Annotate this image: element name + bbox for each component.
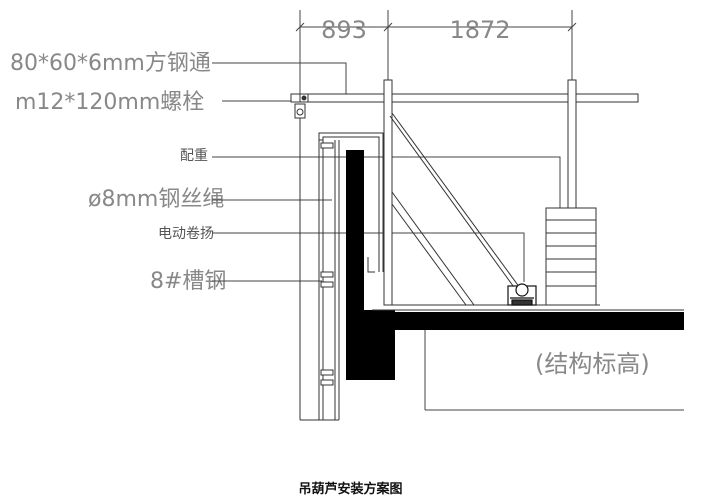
dimension-line [295,10,577,100]
pulley-hanger [294,103,306,119]
counterweight-stack [545,207,597,306]
electric-winch [507,283,537,306]
slab-top [372,304,684,311]
facade [299,118,384,420]
dimension-893: 893 [321,16,367,44]
steel-tube-beam [290,93,639,103]
diagram-caption: 吊葫芦安装方案图 [298,482,403,497]
label-winch: 电动卷扬 [158,226,214,242]
leader-lines [212,62,561,282]
diagonal-brace [391,191,475,306]
left-labels: 80*60*6mm方钢通 m12*120mm螺栓 配重 ø8mm钢丝绳 电动卷扬… [10,51,226,294]
dimension-1872: 1872 [449,16,510,44]
channel-hook [367,257,375,273]
channel-steel-clips [320,142,334,386]
label-structure-level: (结构标高) [535,350,650,378]
label-counterweight: 配重 [180,148,208,164]
wire-rope [389,112,521,291]
label-steel-tube: 80*60*6mm方钢通 [10,51,211,76]
label-bolt: m12*120mm螺栓 [15,90,204,115]
label-wire-rope: ø8mm钢丝绳 [88,187,224,212]
concrete-slab [346,150,684,380]
structure-level [424,330,684,411]
